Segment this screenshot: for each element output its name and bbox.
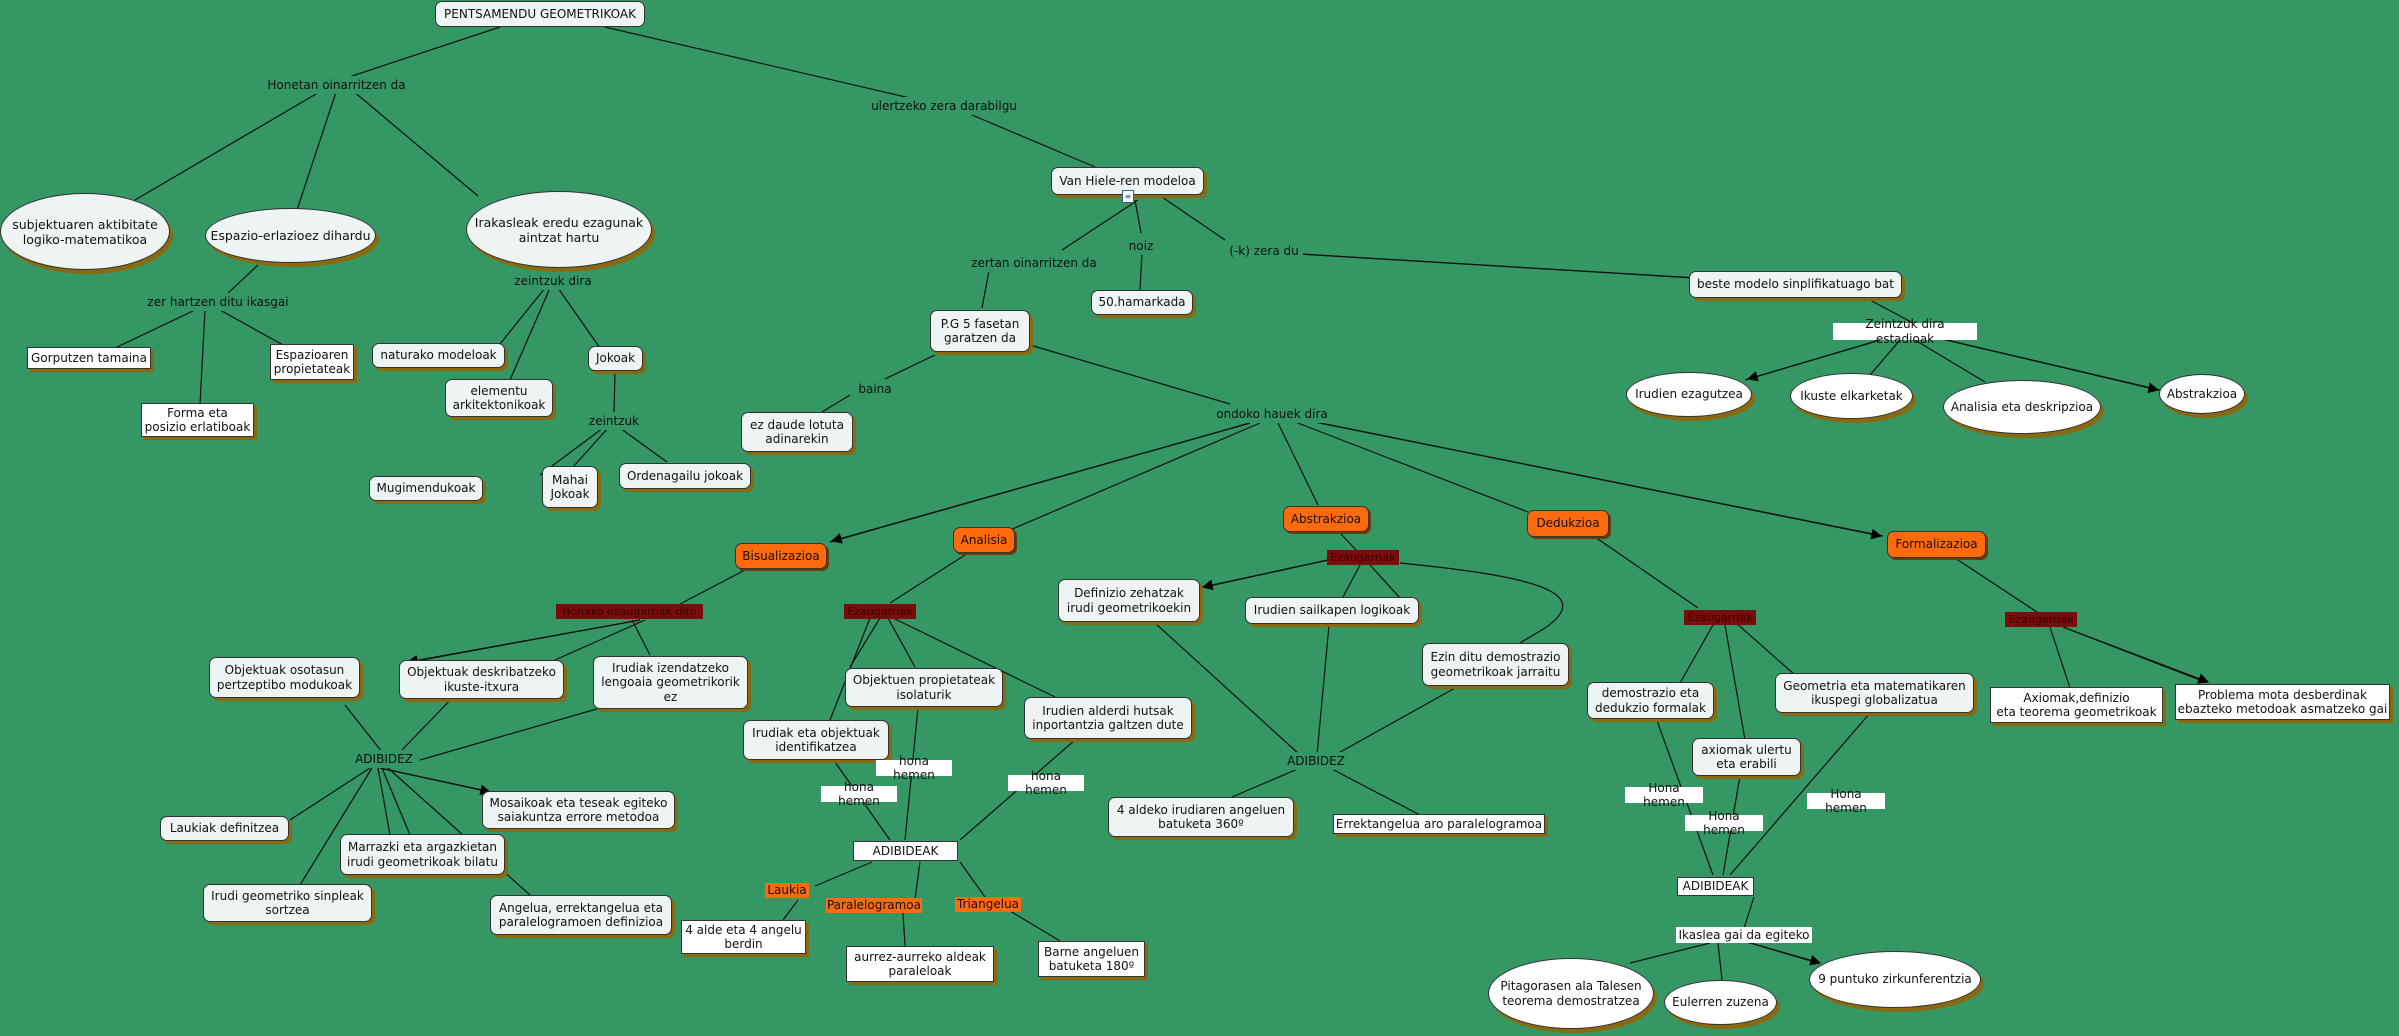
link-label-ikaslea-gai: Ikaslea gai da egiteko (1676, 927, 1812, 943)
concept-irudi-geometriko-sinpleak[interactable]: Irudi geometriko sinpleak sortzea (203, 884, 372, 922)
concept-irudien-ezagutzea[interactable]: Irudien ezagutzea (1626, 372, 1752, 417)
link-label-triangelua: Triangelua (955, 897, 1021, 912)
concept-objektuen-propietateak[interactable]: Objektuen propietateak isolaturik (845, 668, 1003, 707)
concept-4-alde-4-angelu[interactable]: 4 alde eta 4 angelu berdin (681, 920, 806, 954)
concept-axiomak-ulertu[interactable]: axiomak ulertu eta erabili (1692, 738, 1801, 776)
concept-angelua-errektangelua[interactable]: Angelua, errektangelua eta paralelogramo… (490, 895, 672, 935)
link-label-honetan: Honetan oinarritzen da (266, 76, 407, 94)
link-label-hona-hemen-d3: Hona hemen (1807, 787, 1885, 815)
concept-irudien-alderdi-hutsak[interactable]: Irudien alderdi hutsak inportantzia galt… (1024, 697, 1192, 739)
concept-van-hiele-modeloa[interactable]: Van Hiele-ren modeloa (1051, 167, 1204, 195)
concept-adibideak-analisia[interactable]: ADIBIDEAK (853, 841, 958, 861)
concept-aurrez-aurreko-aldeak[interactable]: aurrez-aurreko aldeak paraleloak (846, 946, 994, 982)
concept-gorputzen-tamaina[interactable]: Gorputzen tamaina (27, 347, 151, 369)
concept-forma-posizio[interactable]: Forma eta posizio erlatiboak (141, 403, 254, 437)
link-label-adibidez-bisualizazioa: ADIBIDEZ (352, 750, 416, 768)
concept-naturako-modeloak[interactable]: naturako modeloak (372, 343, 505, 368)
concept-pg-5-fasetan[interactable]: P.G 5 fasetan garatzen da (930, 310, 1030, 352)
link-label-ondoko: ondoko hauek dira (1214, 405, 1330, 423)
concept-objektuak-deskribatzeko[interactable]: Objektuak deskribatzeko ikuste-itxura (399, 660, 564, 699)
concept-subjektuaren-aktibitate[interactable]: subjektuaren aktibitate logiko-matematik… (0, 193, 170, 270)
concept-demostrazio-dedukzio[interactable]: demostrazio eta dedukzio formalak (1587, 682, 1714, 719)
concept-espazioaren-propietateak[interactable]: Espazioaren propietateak (270, 344, 354, 380)
link-label-ulertzeko: ulertzeko zera darabilgu (868, 97, 1020, 115)
link-label-adibidez-abstrakzioa: ADIBIDEZ (1284, 752, 1348, 770)
link-label-hona-hemen-d2: Hona hemen (1685, 809, 1763, 837)
concept-9-puntuko-zirkunferentzia[interactable]: 9 puntuko zirkunferentzia (1809, 951, 1981, 1008)
concept-irudiak-objektuak-identifikatzea[interactable]: Irudiak eta objektuak identifikatzea (743, 720, 889, 760)
link-label-zer-hartzen: zer hartzen ditu ikasgai (144, 293, 292, 311)
concept-beste-modelo[interactable]: beste modelo sinplifikatuago bat (1689, 271, 1902, 298)
link-label-hona-hemen-3: hona hemen (1008, 769, 1084, 797)
concept-root-pentsamendu[interactable]: PENTSAMENDU GEOMETRIKOAK (435, 1, 645, 27)
concept-mahai-jokoak[interactable]: Mahai Jokoak (542, 466, 598, 508)
link-label-ezaugarriak-abstrakzioa: Ezaugarriak (1327, 550, 1399, 565)
concept-laukiak-definitzea[interactable]: Laukiak definitzea (160, 816, 289, 841)
concept-eulerren-zuzena[interactable]: Eulerren zuzena (1664, 980, 1777, 1025)
concept-marrazki-argazkietan[interactable]: Marrazki eta argazkietan irudi geometrik… (340, 834, 505, 875)
link-label-hona-hemen-d1: Hona hemen (1625, 781, 1703, 809)
link-label-ezaugarriak-formalizazioa: Ezaugarriak (2005, 612, 2077, 627)
concept-analisia-deskripzioa[interactable]: Analisia eta deskripzioa (1943, 380, 2101, 434)
concept-espazio-erlazioez[interactable]: Espazio-erlazioez dihardu (205, 208, 376, 263)
concept-pitagorasen-talesen[interactable]: Pitagorasen ala Talesen teorema demostra… (1488, 958, 1654, 1029)
stage-analisia[interactable]: Analisia (953, 527, 1015, 553)
concept-elementu-arkitektonikoak[interactable]: elementu arkitektonikoak (445, 379, 553, 417)
concept-ordenagailu-jokoak[interactable]: Ordenagailu jokoak (619, 463, 751, 489)
concept-geometria-matematikaren[interactable]: Geometria eta matematikaren ikuspegi glo… (1775, 673, 1974, 713)
concept-50-hamarkada[interactable]: 50.hamarkada (1091, 290, 1193, 315)
stage-bisualizazioa[interactable]: Bisualizazioa (735, 543, 827, 569)
concept-ikuste-elkarketak[interactable]: Ikuste elkarketak (1790, 373, 1913, 419)
link-label-hona-hemen-2: hona hemen (821, 780, 897, 808)
concept-errektangelua-paralelogramoa[interactable]: Errektangelua aro paralelogramoa (1333, 814, 1545, 834)
concept-problema-mota-desberdinak[interactable]: Problema mota desberdinak ebazteko metod… (2175, 684, 2390, 720)
document-icon[interactable]: ≡ (1122, 190, 1134, 203)
concept-definizio-zehatzak[interactable]: Definizio zehatzak irudi geometrikoekin (1058, 579, 1200, 622)
link-label-noiz: noiz (1124, 237, 1158, 255)
concept-abstrakzioa-estadioa[interactable]: Abstrakzioa (2159, 374, 2245, 414)
link-label-ezaugarriak-analisia: Ezaugarriak (844, 604, 916, 619)
concept-ezin-demostrazio[interactable]: Ezin ditu demostrazio geometrikoak jarra… (1422, 643, 1569, 686)
link-label-ezaugarriak-dedukzioa: Ezaugarriak (1684, 610, 1756, 625)
link-label-k-zera-du: (-k) zera du (1225, 242, 1303, 260)
link-label-zeintzuk: zeintzuk (584, 412, 644, 430)
concept-4-aldeko-irudiaren[interactable]: 4 aldeko irudiaren angeluen batuketa 360… (1108, 797, 1294, 837)
concept-barne-angeluen[interactable]: Barne angeluen batuketa 180º (1038, 941, 1145, 977)
concept-axiomak-definizio-teorema[interactable]: Axiomak,definizio eta teorema geometriko… (1990, 687, 2163, 723)
stage-dedukzioa[interactable]: Dedukzioa (1527, 510, 1609, 537)
concept-irudien-sailkapen[interactable]: Irudien sailkapen logikoak (1245, 597, 1419, 624)
concept-irakasleak-eredu[interactable]: Irakasleak eredu ezagunak aintzat hartu (466, 191, 652, 268)
link-label-honako-ezaugarriak: Honako ezaugarriak ditu (556, 604, 703, 619)
link-label-hona-hemen-1: hona hemen (876, 754, 952, 782)
concept-mosaikoak-teseak[interactable]: Mosaikoak eta teseak egiteko saiakuntza … (482, 791, 675, 829)
concept-ez-daude-lotuta[interactable]: ez daude lotuta adinarekin (741, 412, 853, 452)
concept-objektuak-osotasun[interactable]: Objektuak osotasun pertzeptibo modukoak (209, 657, 360, 698)
link-label-zeintzuk-dira: zeintzuk dira (512, 272, 594, 290)
link-label-zertan: zertan oinarritzen da (968, 254, 1100, 272)
concept-irudiak-izendatzeko[interactable]: Irudiak izendatzeko lengoaia geometrikor… (593, 656, 748, 709)
concept-adibideak-dedukzioa[interactable]: ADIBIDEAK (1677, 877, 1754, 896)
link-label-zeintzuk-estadioak: Zeintzuk dira estadioak (1833, 317, 1977, 346)
link-label-baina: baina (855, 380, 895, 398)
concept-mugimendukoak[interactable]: Mugimendukoak (369, 476, 483, 501)
stage-formalizazioa[interactable]: Formalizazioa (1887, 531, 1986, 558)
stage-abstrakzioa[interactable]: Abstrakzioa (1283, 506, 1369, 532)
link-label-paralelogramoa: Paralelogramoa (826, 898, 922, 913)
concept-jokoak[interactable]: Jokoak (588, 346, 643, 371)
link-label-laukia: Laukia (765, 883, 809, 898)
